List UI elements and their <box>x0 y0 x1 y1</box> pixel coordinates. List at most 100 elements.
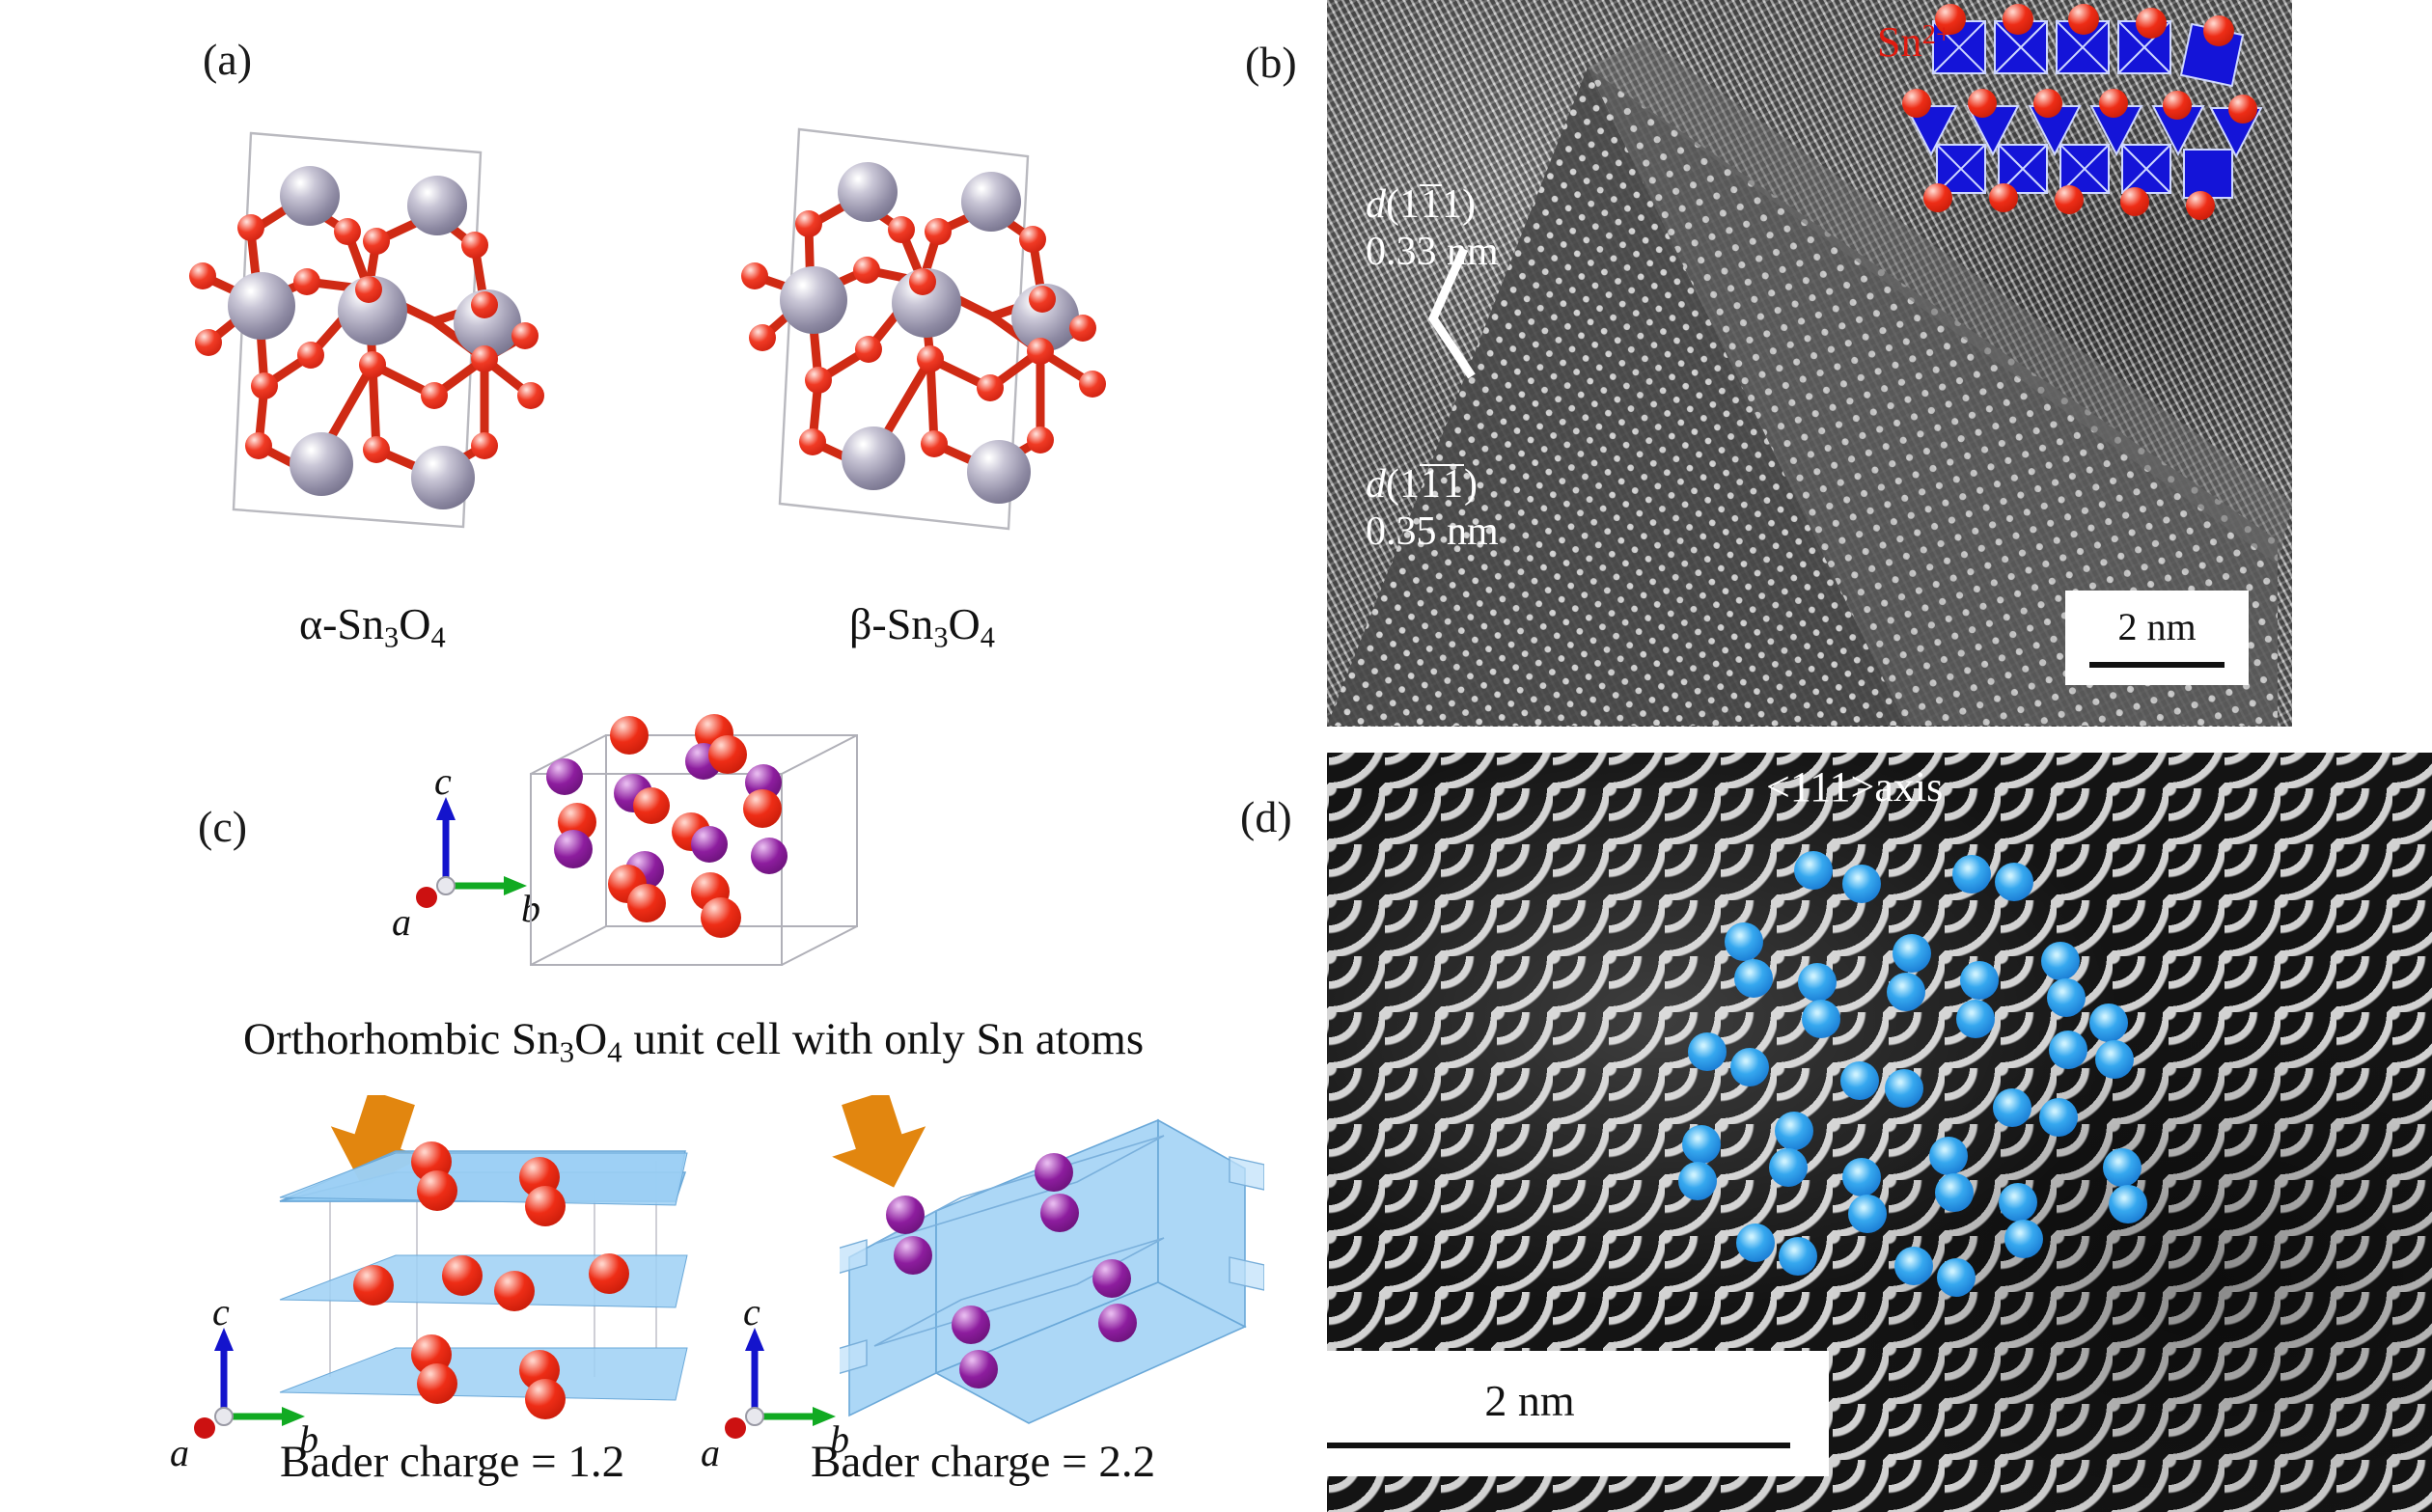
panel-d-letter: (d) <box>1240 792 1292 841</box>
o-atom <box>471 345 498 372</box>
axis-label-a: a <box>701 1431 720 1474</box>
o-atom <box>1069 315 1096 342</box>
alpha-caption-sub1: 3 <box>384 620 400 654</box>
sn-atom-purple <box>1098 1304 1137 1342</box>
axis-label-a: a <box>170 1431 189 1474</box>
sn-atom-red <box>525 1379 566 1419</box>
o-atom <box>921 430 948 457</box>
o-atom <box>421 382 448 409</box>
sn-column-marker <box>1960 961 1999 1000</box>
sn-column-marker <box>1937 1258 1976 1297</box>
sn-column-overlay <box>1678 851 2311 1457</box>
panel-c-unit-cell-caption: Orthorhombic Sn3O4 unit cell with only S… <box>243 1013 1144 1070</box>
sn-atom-purple <box>894 1236 932 1275</box>
sn-column-marker <box>1999 1183 2037 1222</box>
panel-a: (a) <box>0 0 1206 733</box>
beta-caption: β-Sn3O4 <box>849 598 995 655</box>
orthorhombic-unit-cell <box>511 714 917 1013</box>
alpha-caption-prefix: α-Sn <box>299 599 385 648</box>
sn-column-marker <box>1995 863 2033 901</box>
o-atom <box>1968 89 1997 118</box>
o-atom <box>1902 89 1931 118</box>
beta-caption-sub2: 4 <box>980 620 995 654</box>
o-atom <box>977 374 1004 401</box>
panel-d-scale-text: 2 nm <box>1484 1376 1575 1425</box>
o-atom <box>237 214 264 241</box>
sn-column-marker <box>1952 855 1991 893</box>
d-spacing-1-value: 0.33 nm <box>1366 229 1499 274</box>
alpha-unit-cell-outline <box>232 131 483 529</box>
axis-label-b: b <box>830 1417 849 1461</box>
sn-atom-red <box>353 1265 394 1306</box>
sn-column-marker <box>1894 1247 1933 1285</box>
sn-atom-purple <box>751 838 788 874</box>
o-atom <box>2033 89 2062 118</box>
sn-column-marker <box>1893 934 1931 973</box>
sn-column-marker <box>1682 1125 1721 1164</box>
sn-atom <box>961 172 1021 232</box>
caption-sub-1: 3 <box>559 1034 575 1069</box>
tem-particle-silhouette <box>1327 39 2292 726</box>
horizontal-planes-model <box>270 1134 695 1443</box>
sn-atom-purple <box>546 758 583 795</box>
alpha-sn3o4-structure <box>145 106 560 550</box>
o-atom <box>471 291 498 318</box>
o-atom <box>909 268 936 295</box>
alpha-caption-sub2: 4 <box>430 620 446 654</box>
sn-atom <box>407 176 467 235</box>
o-atom <box>2228 95 2257 124</box>
sn-atom-red <box>494 1271 535 1311</box>
sn-column-marker <box>1779 1237 1817 1276</box>
sn-atom-purple <box>1040 1194 1079 1232</box>
arrow-right-down-icon <box>832 1095 926 1188</box>
axis-label-c: c <box>743 1290 760 1333</box>
sn-atom-purple <box>1092 1259 1131 1298</box>
axis-triad-right: c b a <box>685 1290 869 1476</box>
panel-c: (c) c b a <box>0 714 1264 1512</box>
sn-atom-purple <box>691 826 728 863</box>
sn-atom-purple <box>952 1306 990 1344</box>
sn-atom-red <box>417 1363 457 1404</box>
o-atom <box>888 216 915 243</box>
panel-b-scale-text: 2 nm <box>2117 605 2197 648</box>
sn-column-marker <box>1798 963 1837 1002</box>
o-atom <box>461 232 488 259</box>
d-spacing-annotation-2: d(111) 0.35 nm <box>1366 461 1499 555</box>
panel-d-scale-bar: 2 nm <box>1327 1351 1829 1476</box>
o-atom <box>363 228 390 255</box>
sn-atom <box>967 440 1031 504</box>
axis-label-c: c <box>212 1290 230 1333</box>
panel-d-scale-line <box>1327 1443 1790 1448</box>
sn-column-marker <box>2039 1098 2078 1137</box>
o-atom <box>1029 286 1056 313</box>
panel-b-scale-bar: 2 nm <box>2065 591 2249 685</box>
o-atom <box>2003 4 2033 35</box>
o-atom <box>2186 191 2215 220</box>
sn-column-marker <box>1935 1173 1974 1212</box>
o-atom <box>795 210 822 237</box>
panel-a-letter: (a) <box>203 35 253 84</box>
o-atom <box>1079 371 1106 398</box>
sn-atom-red <box>442 1255 483 1296</box>
sn-atom-red <box>417 1170 457 1211</box>
o-atom <box>2068 4 2099 35</box>
sn-column-marker <box>1885 1069 1923 1108</box>
sn-atom <box>411 446 475 509</box>
o-atom <box>2055 185 2084 214</box>
o-atom <box>189 262 216 289</box>
sn-column-marker <box>1678 1162 1717 1200</box>
o-atom <box>749 324 776 351</box>
axis-label-c: c <box>434 759 452 803</box>
sn-column-marker <box>2103 1148 2142 1187</box>
o-atom <box>741 262 768 289</box>
beta-caption-mid: O <box>948 599 981 648</box>
beta-unit-cell-outline <box>778 127 1030 531</box>
o-atom <box>471 432 498 459</box>
sn-column-marker <box>1775 1112 1813 1150</box>
o-atom <box>251 372 278 399</box>
sn-column-marker <box>1956 1000 1995 1038</box>
beta-caption-sub1: 3 <box>933 620 949 654</box>
panel-b-inset-structure-model <box>1867 0 2292 241</box>
alpha-caption: α-Sn3O4 <box>299 598 446 655</box>
sn-column-marker <box>2041 942 2080 980</box>
